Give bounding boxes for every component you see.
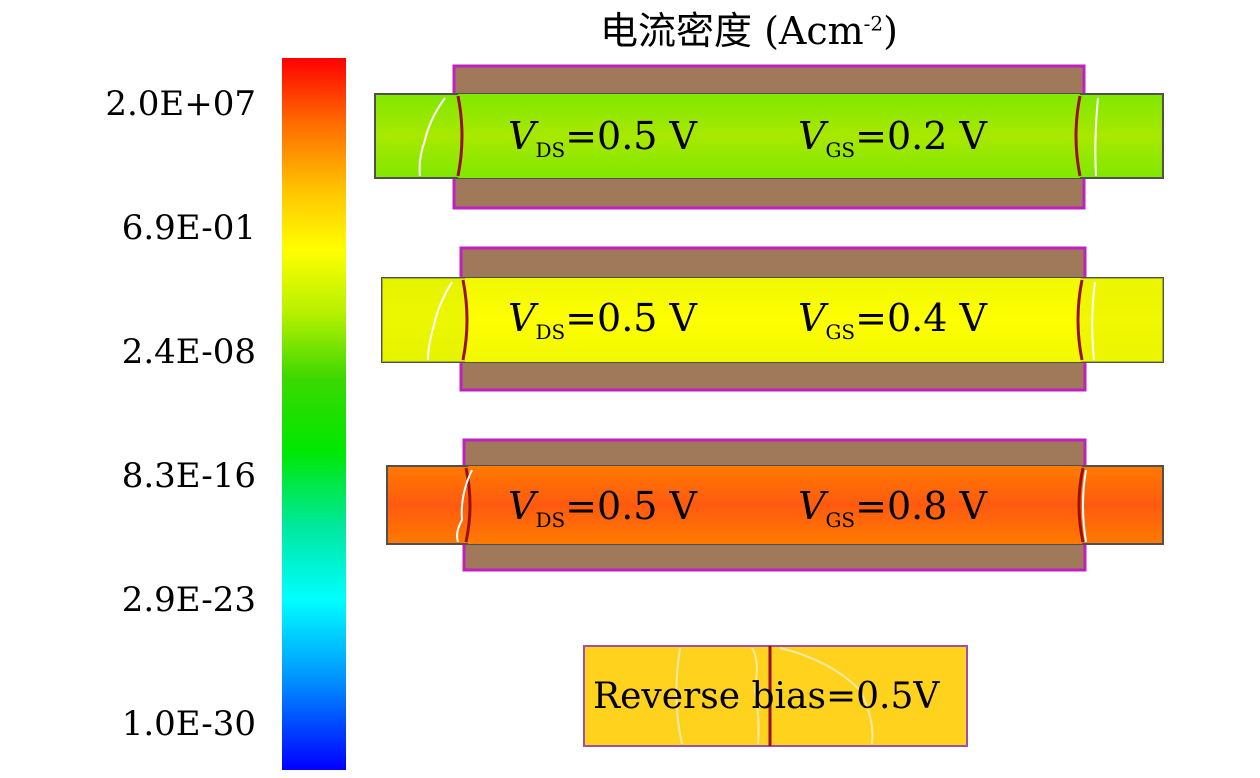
colorbar-tick-label: 2.0E+07 — [105, 84, 256, 124]
colorbar-tick-label: 2.4E-08 — [121, 332, 256, 372]
device-3-vgs-label: VGS=0.8 V — [798, 484, 987, 532]
colorbar-tick-label: 8.3E-16 — [121, 456, 256, 496]
colorbar-tick-label: 6.9E-01 — [121, 208, 256, 248]
device-1-vds-label: VDS=0.5 V — [508, 114, 697, 162]
colorbar-tick-label: 1.0E-30 — [121, 704, 256, 744]
device-3 — [386, 438, 1164, 572]
colorbar — [282, 58, 346, 770]
reverse-bias-label: Reverse bias=0.5V — [593, 676, 940, 717]
reverse-bias-device — [583, 645, 968, 747]
device-2-vds-label: VDS=0.5 V — [508, 296, 697, 344]
device-1-vgs-label: VGS=0.2 V — [798, 114, 987, 162]
chart-title: 电流密度 (Acm-2) — [600, 9, 898, 53]
device-2 — [381, 246, 1164, 392]
device-3-vds-label: VDS=0.5 V — [508, 484, 697, 532]
colorbar-tick-label: 2.9E-23 — [121, 580, 256, 620]
device-2-vgs-label: VGS=0.4 V — [798, 296, 987, 344]
device-1 — [374, 64, 1164, 210]
